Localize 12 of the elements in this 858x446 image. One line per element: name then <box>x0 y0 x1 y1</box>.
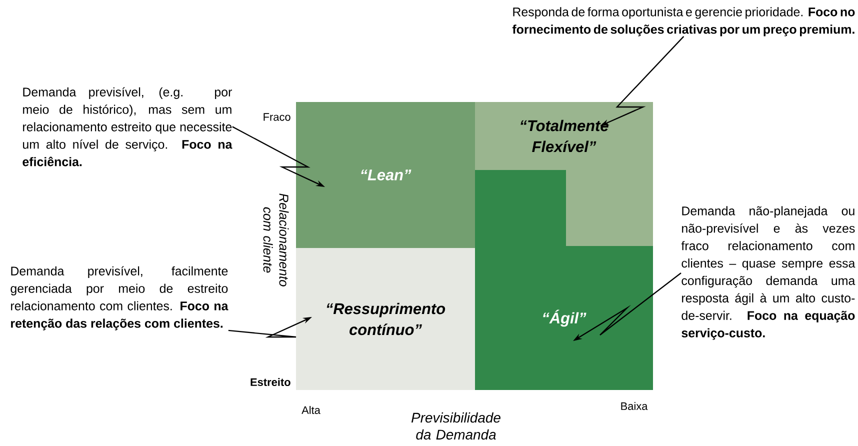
quadrant-region: “Totalmente Flexível” <box>475 102 653 246</box>
quadrant-box: “Ressuprimento contínuo” <box>296 248 475 390</box>
description-text: Responda de forma oportunista e gerencie prioridade. Foco no fornecimento de soluções criativas por um preço premium. <box>512 7 855 36</box>
axis-end-label: Alta <box>302 406 320 414</box>
axis-title: Relacionamento com cliente <box>263 194 289 286</box>
axis-title: Previsibilidade da Demanda <box>411 412 500 440</box>
description-text: Demanda não-planejada ou não-previsível e às vezes fraco relacionamento com clientes – quase sempre essa configuração demanda uma resposta ágil à um alto custo-de-servir. Foco na equação serviço-custo. <box>681 206 856 340</box>
axis-end-label: Baixa <box>621 402 648 410</box>
description-text: Demanda previsível, facilmente gerenciada por meio de estreito relacionamento com clientes. Foco na retenção das relações com clientes. <box>10 266 228 330</box>
quadrant-region: “Ágil” <box>475 170 653 390</box>
description-text: Demanda previsível, (e.g. por meio de histórico), mas sem um relacionamento estreito que necessite um alto nível de serviço. Foco na eficiência. <box>22 87 232 166</box>
quadrant-box: “Lean” <box>296 102 475 248</box>
